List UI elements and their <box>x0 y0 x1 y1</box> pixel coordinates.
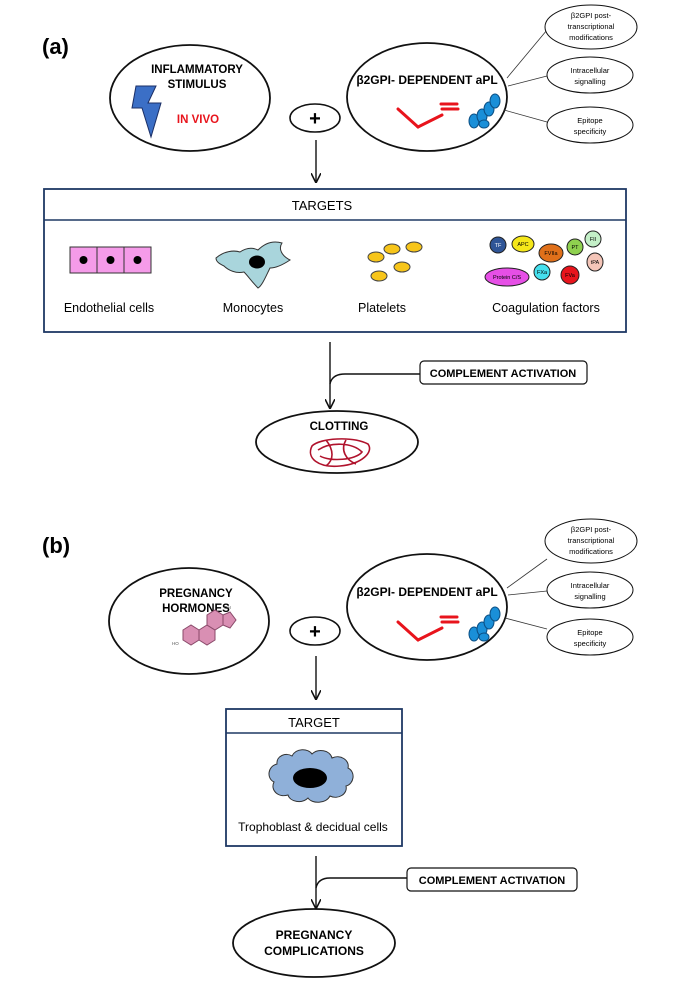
apl-node-b: β2GPI- DEPENDENT aPL <box>346 553 508 661</box>
note-ptm-line3: modifications <box>569 33 613 42</box>
target-header-b: TARGET <box>288 715 340 730</box>
pregnancy-hormones-node: PREGNANCY HORMONES OH HO <box>108 567 270 675</box>
target-coagulation-label: Coagulation factors <box>492 301 600 315</box>
note-epitope-line1: Epitope <box>577 116 602 125</box>
complement-connector-b <box>315 877 407 889</box>
complications-line2: COMPLICATIONS <box>264 944 364 958</box>
note-signalling-line2: signalling <box>574 77 605 86</box>
complement-label-a: COMPLEMENT ACTIVATION <box>430 368 577 380</box>
target-trophoblast-label: Trophoblast & decidual cells <box>238 820 388 834</box>
target-box-b: TARGET Trophoblast & decidual cells <box>225 708 403 847</box>
hormones-title-line1: PREGNANCY <box>159 588 233 600</box>
complement-box-a: COMPLEMENT ACTIVATION <box>419 360 588 385</box>
hormone-ho-label: HO <box>172 641 179 646</box>
note-ptm-b-line2: transcriptional <box>568 536 615 545</box>
target-platelets-label: Platelets <box>358 301 406 315</box>
plus-sign-b: + <box>309 621 321 643</box>
factor-pt: PT <box>571 245 579 251</box>
panel-a-label: (a) <box>42 34 69 59</box>
notes-a: β2GPI post- transcriptional modification… <box>503 4 638 144</box>
factor-fxa: FXa <box>537 270 548 276</box>
complement-box-b: COMPLEMENT ACTIVATION <box>406 867 578 892</box>
note-signalling-line1: Intracellular <box>571 66 610 75</box>
plus-node-b: + <box>289 616 341 646</box>
stimulus-title-line2: STIMULUS <box>168 79 227 91</box>
note-ptm-b-line3: modifications <box>569 547 613 556</box>
trophoblast-nucleus <box>293 768 327 788</box>
beta2gpi-protein-icon <box>468 93 501 129</box>
antibody-icon-b <box>396 615 460 642</box>
platelets-icon <box>367 241 423 282</box>
apl-title-a: β2GPI- DEPENDENT aPL <box>356 73 497 87</box>
panel-b-label: (b) <box>42 533 70 558</box>
stimulus-title-line1: INFLAMMATORY <box>151 64 243 76</box>
note-ptm-line2: transcriptional <box>568 22 615 31</box>
note-epitope-line2: specificity <box>574 127 607 136</box>
complement-connector-a <box>329 373 420 385</box>
targets-header: TARGETS <box>292 198 353 213</box>
factor-fii: FII <box>590 237 597 243</box>
note-signalling-b-line1: Intracellular <box>571 581 610 590</box>
antibody-icon <box>396 102 460 129</box>
apl-node-a: β2GPI- DEPENDENT aPL <box>346 42 508 152</box>
note-signalling-b-line2: signalling <box>574 592 605 601</box>
beta2gpi-protein-icon-b <box>468 606 501 642</box>
endothelial-cells-icon <box>69 246 152 274</box>
inflammatory-stimulus-node: INFLAMMATORY STIMULUS IN VIVO <box>109 44 271 152</box>
factor-protein-cs: Protein C/S <box>493 275 521 281</box>
factor-tf: TF <box>495 243 502 249</box>
apl-title-b: β2GPI- DEPENDENT aPL <box>356 585 497 599</box>
plus-node-a: + <box>289 103 341 133</box>
target-monocytes-label: Monocytes <box>223 301 283 315</box>
complement-label-b: COMPLEMENT ACTIVATION <box>419 875 566 887</box>
note-epitope-b-line2: specificity <box>574 639 607 648</box>
lightning-icon <box>131 85 162 139</box>
coagulation-factors-icon: TF APC FVIIa PT FII tPA Protein C/S FXa … <box>484 230 604 287</box>
factor-fva: FVa <box>565 273 576 279</box>
target-endothelial-label: Endothelial cells <box>64 301 154 315</box>
in-vivo-label: IN VIVO <box>177 114 219 126</box>
factor-tpa: tPA <box>591 260 600 266</box>
steroid-molecule-icon <box>182 609 237 646</box>
hormone-oh-label: OH <box>224 605 231 610</box>
notes-b: β2GPI post- transcriptional modification… <box>504 518 638 656</box>
clot-icon <box>309 438 371 468</box>
clotting-label: CLOTTING <box>310 421 369 433</box>
complications-line1: PREGNANCY <box>276 928 353 942</box>
complications-node: PREGNANCY COMPLICATIONS <box>232 908 396 978</box>
targets-box: TARGETS Endothelial cells Monocytes Plat… <box>43 188 627 333</box>
note-ptm-line1: β2GPI post- <box>571 11 612 20</box>
factor-apc: APC <box>517 242 528 248</box>
plus-sign-a: + <box>309 108 321 130</box>
note-ptm-b-line1: β2GPI post- <box>571 525 612 534</box>
clotting-node: CLOTTING <box>255 410 419 474</box>
note-epitope-b-line1: Epitope <box>577 628 602 637</box>
factor-fviia: FVIIa <box>544 251 558 257</box>
monocyte-icon <box>215 241 291 289</box>
